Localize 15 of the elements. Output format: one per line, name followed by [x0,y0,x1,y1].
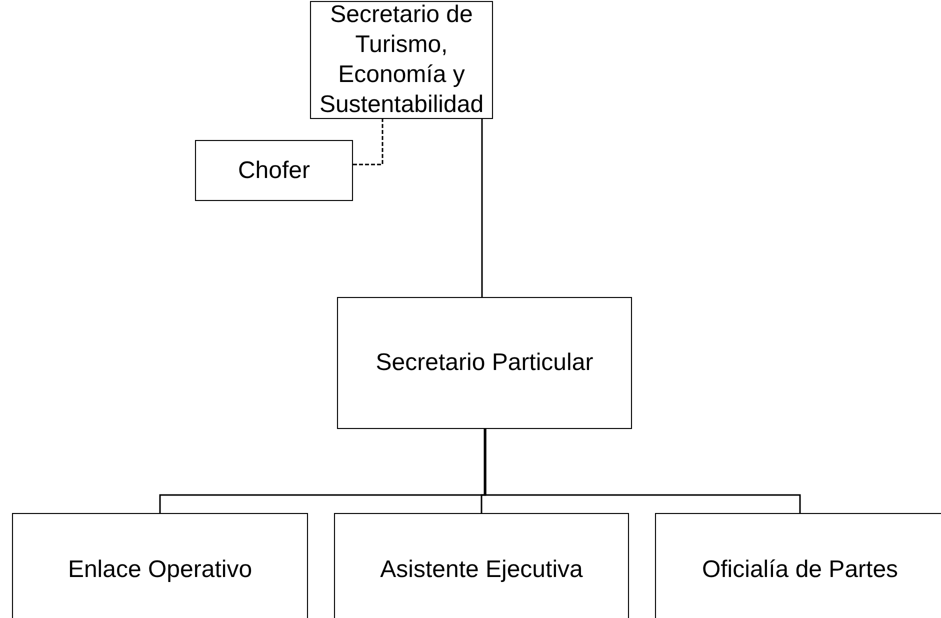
org-box [337,297,632,429]
box-label: Asistente Ejecutiva [380,554,583,584]
org-box [12,513,308,618]
box-label: Secretario de Turismo, Economía y Sustentabilidad [318,0,485,120]
dashed-connector [353,119,384,166]
connector-line [484,429,801,513]
connector-line [480,429,486,513]
org-box [334,513,629,618]
box-label: Enlace Operativo [68,554,252,584]
connector-line [481,119,483,297]
box-label: Chofer [238,156,310,186]
org-box [655,513,941,618]
box-label: Oficialía de Partes [702,554,898,584]
box-label: Secretario Particular [376,348,594,378]
org-box [195,140,353,201]
